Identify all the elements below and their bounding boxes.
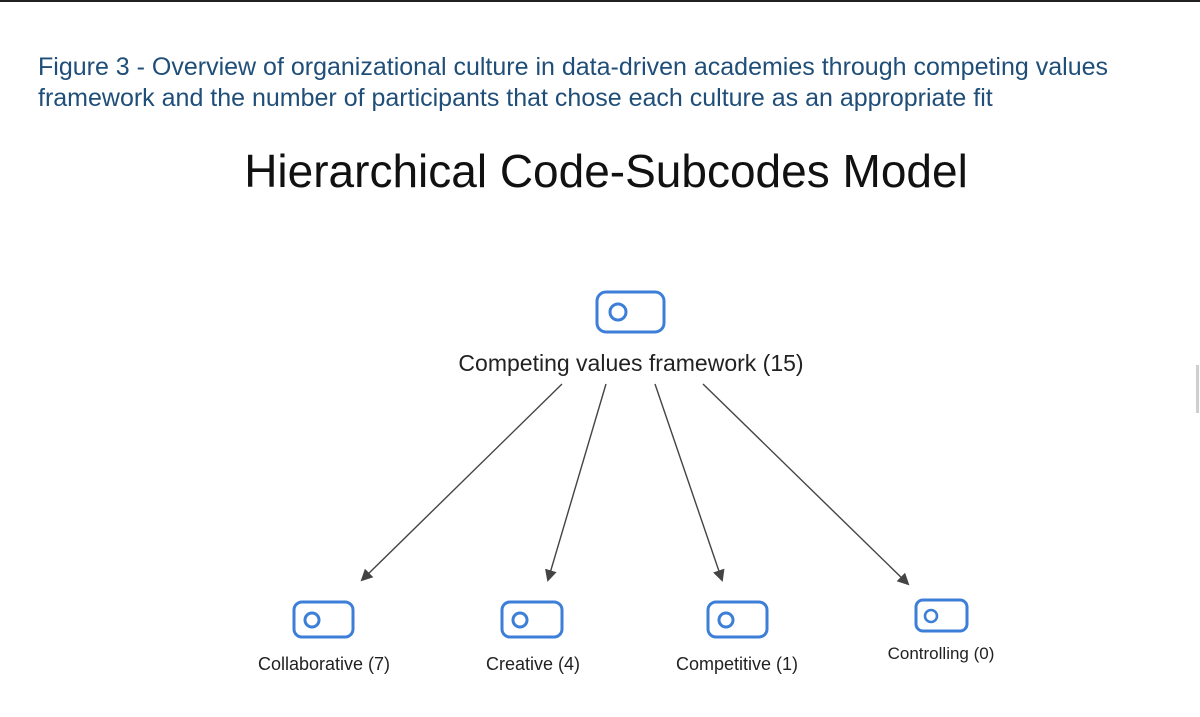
edge-artifact: [1196, 365, 1199, 413]
root-node-label: Competing values framework (15): [458, 350, 803, 376]
edge-root-collaborative: [360, 383, 563, 582]
subcode-node-competitive[interactable]: Competitive (1): [676, 600, 798, 674]
top-rule: [0, 0, 1200, 2]
code-tag-icon: [292, 600, 355, 639]
subcode-node-controlling[interactable]: Controlling (0): [888, 598, 995, 663]
edge-root-competitive: [654, 383, 725, 582]
figure-caption-line-1: Figure 3 - Overview of organizational cu…: [38, 53, 1109, 81]
code-tag-icon: [914, 598, 969, 633]
subcode-label-competitive: Competitive (1): [676, 654, 798, 674]
subcode-node-collaborative[interactable]: Collaborative (7): [258, 600, 390, 674]
figure-caption: Figure 3 - Overview of organizational cu…: [38, 52, 1188, 114]
subcode-label-controlling: Controlling (0): [888, 644, 995, 663]
figure-caption-line-2: framework and the number of participants…: [38, 84, 993, 112]
code-tag-icon: [706, 600, 769, 639]
subcode-label-creative: Creative (4): [486, 654, 580, 674]
root-node[interactable]: Competing values framework (15): [458, 290, 804, 376]
edges: [360, 383, 910, 586]
subcode-node-creative[interactable]: Creative (4): [486, 600, 580, 674]
code-tag-icon: [500, 600, 564, 639]
model-title: Hierarchical Code-Subcodes Model: [244, 145, 968, 197]
edge-root-creative: [545, 383, 607, 582]
code-tag-icon: [595, 290, 666, 334]
edge-root-controlling: [702, 383, 910, 586]
subcode-label-collaborative: Collaborative (7): [258, 654, 390, 674]
